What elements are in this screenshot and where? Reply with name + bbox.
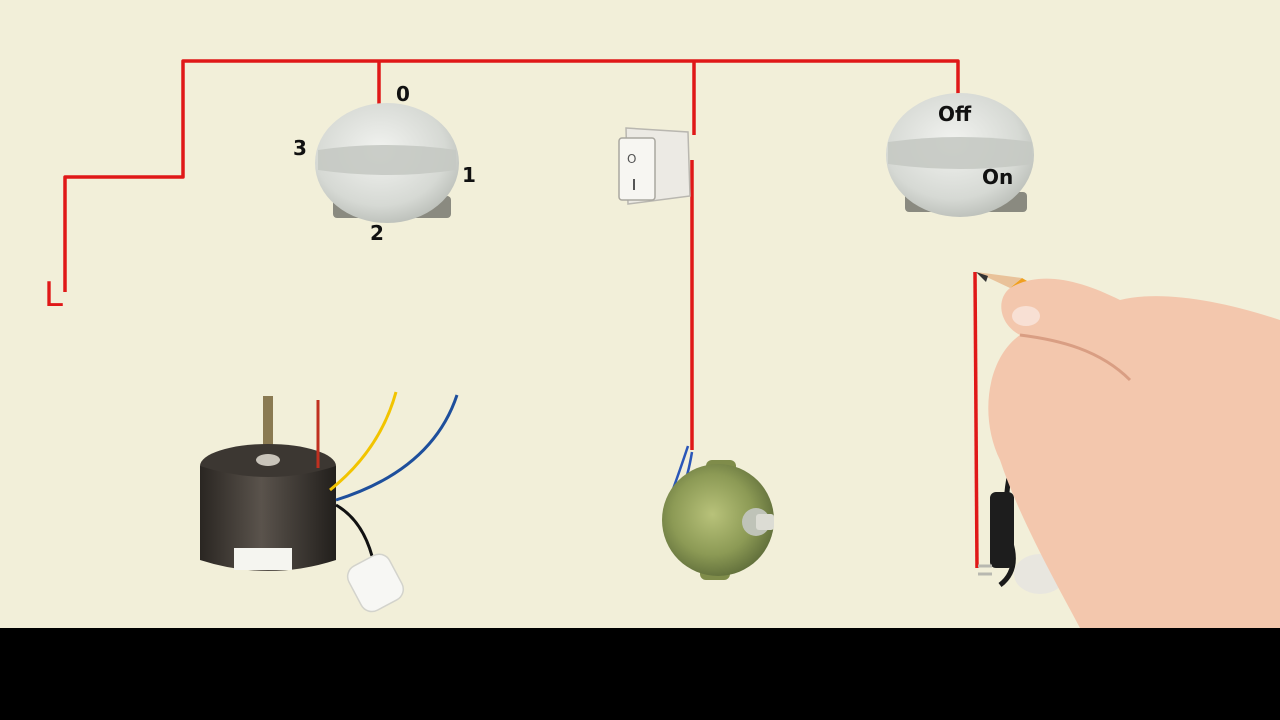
power-knob-label-off: Off: [938, 102, 972, 126]
capacitor-icon: [346, 553, 405, 613]
hand-finger-shadow: [1019, 333, 1132, 382]
pencil-lead: [976, 272, 988, 282]
letterbox-bar: [0, 628, 1280, 720]
hand-with-pencil-icon: [976, 272, 1280, 628]
fan-motor-label: [234, 548, 292, 570]
rocker-switch[interactable]: O: [618, 127, 691, 205]
fan-motor-shaft: [263, 396, 273, 446]
wire-plug-lead: [973, 271, 979, 569]
fan-motor-icon: [200, 466, 336, 571]
speed-knob-label-3: 3: [293, 136, 307, 160]
live-wire-input: [63, 59, 960, 292]
speed-knob-label-0: 0: [396, 82, 410, 106]
live-wire: [63, 59, 979, 569]
speed-knob-label-2: 2: [370, 221, 384, 245]
speed-knob-label-1: 1: [462, 163, 476, 187]
speed-knob-grip: [318, 145, 456, 175]
speed-knob[interactable]: 0 1 2 3: [293, 82, 476, 245]
swing-motor-shaft: [756, 514, 774, 530]
fan-motor-hub: [256, 454, 280, 466]
capacitor-lead: [335, 503, 374, 557]
fan-motor-yellow-lead: [329, 391, 398, 492]
power-knob[interactable]: Off On: [886, 93, 1034, 217]
swing-motor-icon: [662, 464, 774, 576]
fan-motor-blue-lead: [335, 394, 459, 502]
hand-fingernail: [1012, 306, 1040, 326]
hand-palm: [988, 278, 1280, 628]
line-label: L: [44, 275, 63, 315]
fan-motor: [200, 391, 459, 613]
power-knob-label-on: On: [982, 165, 1013, 189]
power-knob-grip: [888, 137, 1032, 169]
rocker-switch-paddle: [618, 137, 656, 201]
power-plug-icon: [990, 492, 1014, 568]
rocker-off-mark: O: [627, 152, 636, 166]
swing-motor: [662, 445, 774, 580]
